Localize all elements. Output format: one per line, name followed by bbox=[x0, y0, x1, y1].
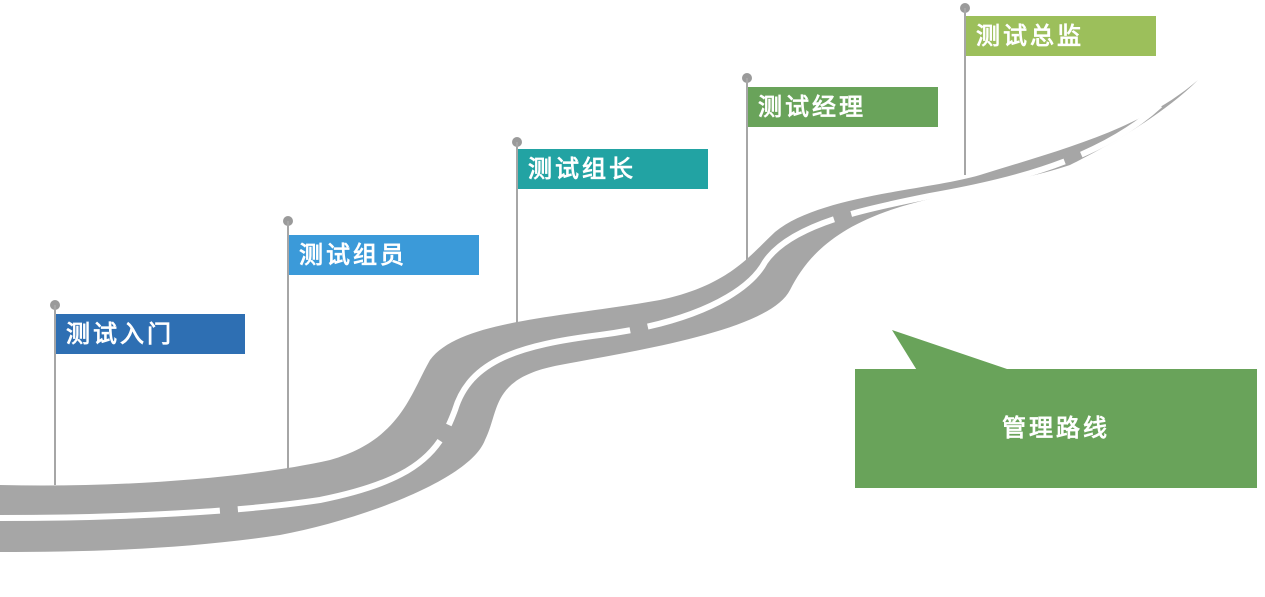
flag-pole bbox=[746, 78, 748, 264]
milestone-label-entry: 测试入门 bbox=[56, 314, 245, 354]
road-lane-line bbox=[0, 102, 1163, 521]
flag-pole bbox=[287, 221, 289, 473]
milestone-label-member: 测试组员 bbox=[289, 235, 479, 275]
flag-pole bbox=[964, 8, 966, 175]
milestone-label-director: 测试总监 bbox=[966, 16, 1156, 56]
flag-pole bbox=[516, 142, 518, 324]
callout-label-management-route: 管理路线 bbox=[855, 369, 1257, 488]
milestone-label-manager: 测试经理 bbox=[748, 87, 938, 127]
flag-pole bbox=[54, 305, 56, 485]
road-surface bbox=[0, 80, 1198, 552]
milestone-label-lead: 测试组长 bbox=[518, 149, 708, 189]
